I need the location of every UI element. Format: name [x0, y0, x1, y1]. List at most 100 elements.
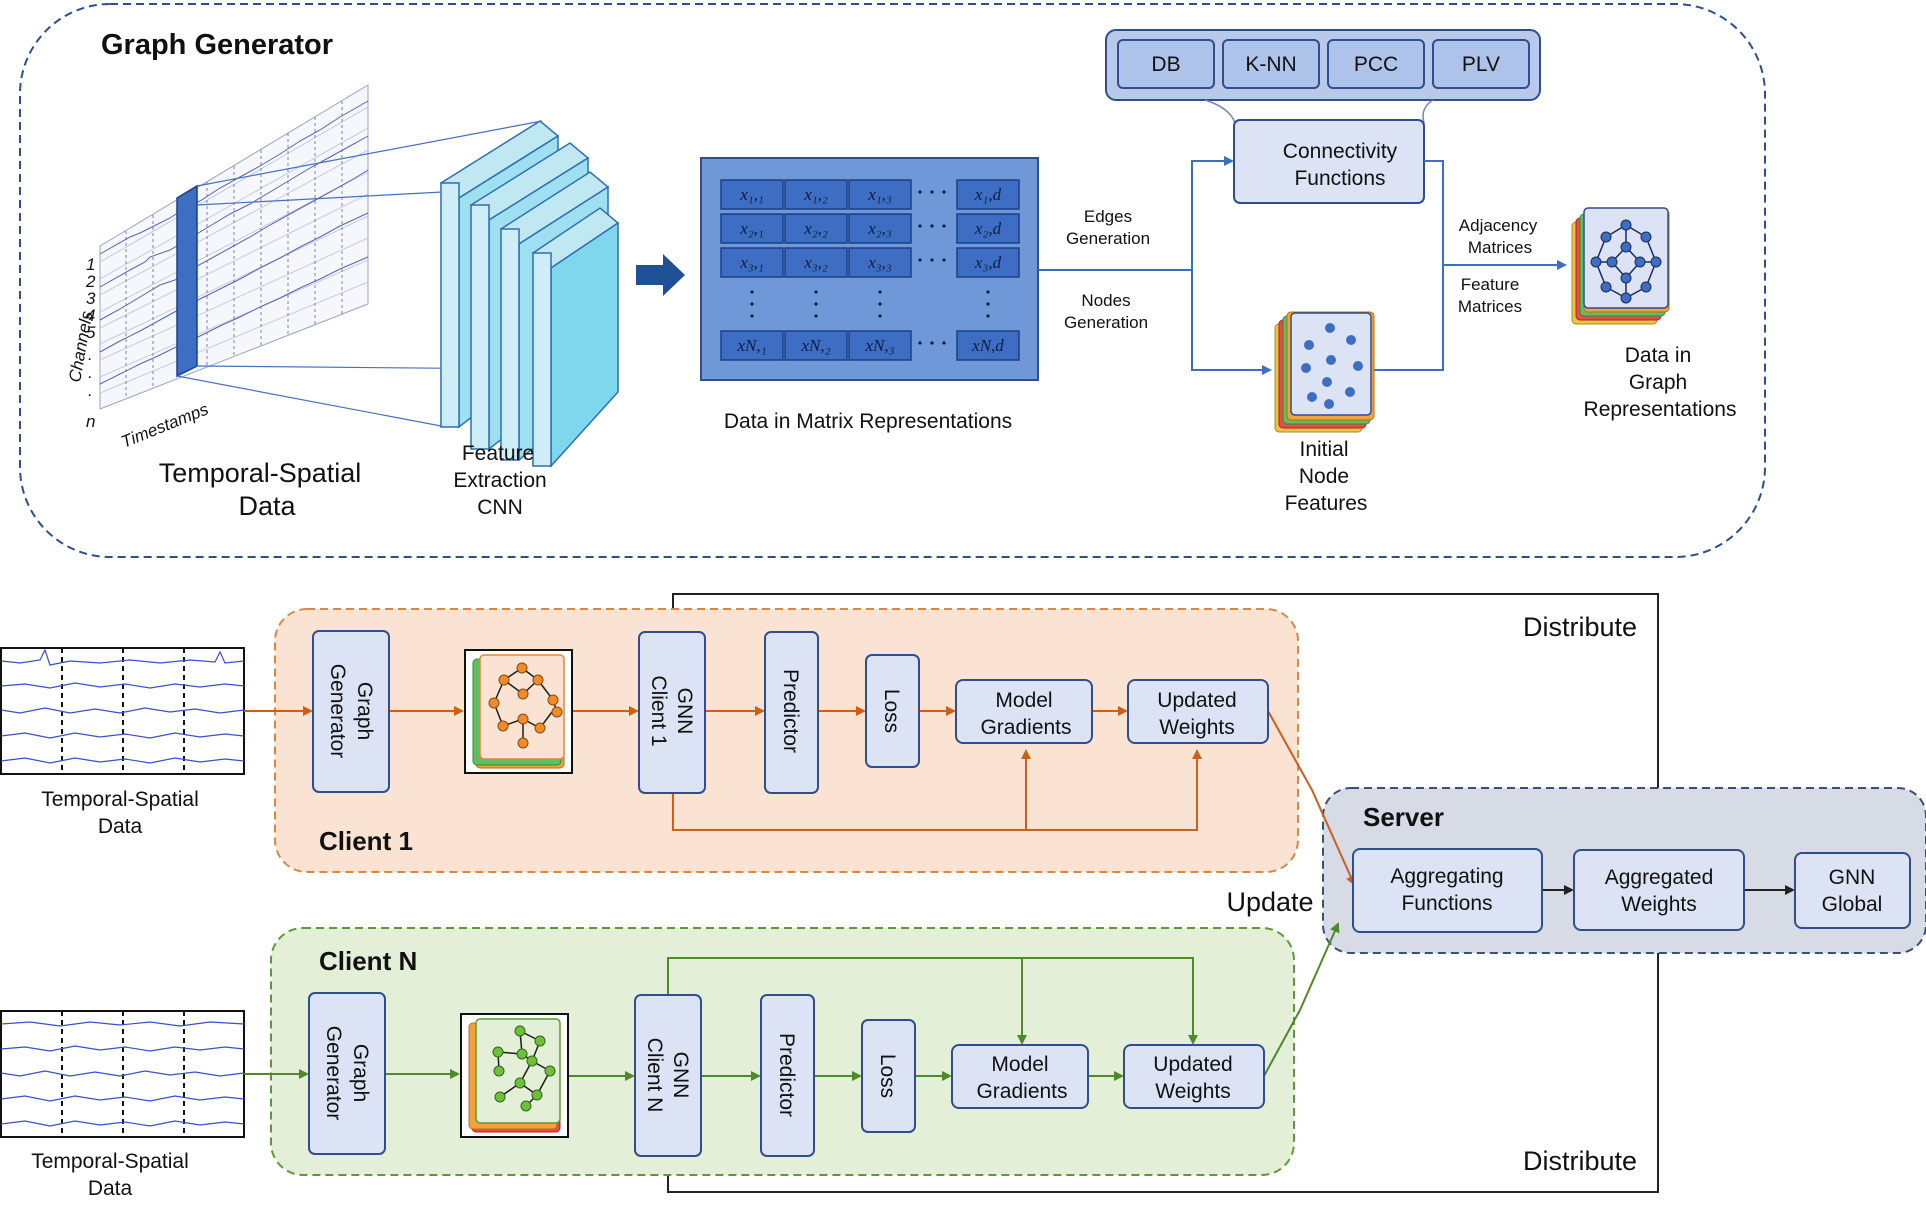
client1-gnn-line1: GNN [673, 688, 696, 735]
clientN-predictor-box [760, 994, 815, 1157]
client1-arrows [244, 706, 1356, 886]
client1-eeg-icon [0, 647, 245, 775]
clientN-gnn-box [634, 994, 702, 1157]
graph-repr-line2: Graph [1629, 371, 1687, 394]
client1-input-line1: Temporal-Spatial [41, 788, 199, 811]
matrix-cell: x₁,d [974, 185, 1002, 204]
client1-model-gradients-box [955, 679, 1093, 744]
temporal-spatial-label-line1: Temporal-Spatial [159, 458, 362, 488]
clientN-model-gradients-box [951, 1044, 1089, 1109]
matrix-cell: x₁,₁ [739, 185, 764, 204]
clientN-graph-icon [460, 1013, 569, 1138]
metric-knn [1222, 39, 1320, 89]
metric-pcc [1327, 39, 1425, 89]
feature-matrices-line2: Matrices [1458, 297, 1522, 316]
client1-predictor-label: Predictor [779, 669, 802, 753]
client1-updated-weights-line2: Weights [1159, 716, 1234, 739]
cnn-label-line3: CNN [477, 496, 523, 519]
client1-gnn-box [638, 631, 706, 794]
graph-repr-line1: Data in [1625, 344, 1692, 367]
matrix-cell: x₂,₂ [803, 219, 828, 238]
aggregating-line1: Aggregating [1390, 865, 1503, 888]
edges-generation-line2: Generation [1066, 229, 1150, 248]
update-label: Update [1226, 887, 1313, 917]
metric-plv-label: PLV [1462, 53, 1500, 76]
gnn-global-line2: Global [1822, 893, 1883, 916]
graph-generator-title: Graph Generator [101, 29, 333, 61]
clientN-updated-weights-line2: Weights [1155, 1080, 1230, 1103]
initial-node-features-icon [1274, 311, 1375, 433]
matrix-cells: x₁,₁ x₁,₂ x₁,₃ x₁,d x₂,₁ x₂,₂ x₂,₃ x₂,d … [720, 179, 1020, 361]
metric-pcc-label: PCC [1354, 53, 1398, 76]
graph-repr-line3: Representations [1584, 398, 1737, 421]
nodes-generation-line2: Generation [1064, 313, 1148, 332]
clientN-eeg-icon [0, 1010, 245, 1138]
cnn-label-line1: Feature [462, 442, 534, 465]
graph-representation-icon [1571, 207, 1670, 325]
gnn-global-box [1794, 852, 1911, 929]
channel-number: . [88, 345, 93, 364]
matrix-label: Data in Matrix Representations [724, 410, 1012, 433]
client1-graph-icon [464, 649, 573, 774]
clientN-graph-generator-box [308, 992, 386, 1155]
matrix-cell: xN,₂ [800, 336, 830, 355]
adjacency-label-line1: Adjacency [1459, 216, 1538, 235]
connectivity-label-line2: Functions [1294, 167, 1385, 190]
matrix-cell: xN,₁ [736, 336, 766, 355]
matrix-cell: x₂,d [974, 219, 1002, 238]
edges-generation-line1: Edges [1084, 207, 1132, 226]
client1-graph-generator-line2: Generator [326, 664, 349, 759]
clientN-loss-label: Loss [876, 1054, 899, 1098]
timestamps-axis-label: Timestamps [118, 399, 211, 451]
matrix-cell: x₃,d [974, 253, 1002, 272]
adjacency-label-line2: Matrices [1468, 238, 1532, 257]
clientN-input-line1: Temporal-Spatial [31, 1150, 189, 1173]
clientN-gnn-line1: GNN [669, 1052, 692, 1099]
client1-loss-label: Loss [880, 689, 903, 733]
server-title: Server [1363, 802, 1444, 832]
matrix-cell: x₂,₁ [739, 219, 764, 238]
client1-model-gradients-line1: Model [995, 689, 1052, 712]
matrix-cell: xN,d [971, 336, 1004, 355]
cnn-label-line2: Extraction [453, 469, 546, 492]
clientN-arrows [244, 922, 1340, 1081]
client1-gnn-line2: Client 1 [647, 675, 670, 746]
clientN-updated-weights-line1: Updated [1153, 1053, 1232, 1076]
matrix-cell: x₁,₂ [803, 185, 828, 204]
client1-updated-weights-box [1127, 679, 1269, 744]
clientN-title: Client N [319, 946, 417, 976]
client1-graph-generator-box [312, 630, 390, 793]
matrix-cell: x₃,₁ [739, 253, 764, 272]
channel-number: 2 [85, 272, 96, 291]
aggregated-line2: Weights [1621, 893, 1696, 916]
clientN-loss-box [861, 1019, 916, 1133]
clientN-updated-weights-box [1123, 1044, 1265, 1109]
channel-numbers: 1 2 3 4 5 . . . n [85, 255, 96, 431]
metric-knn-label: K-NN [1245, 53, 1296, 76]
clientN-model-gradients-line2: Gradients [976, 1080, 1067, 1103]
matrix-cell: x₁,₃ [867, 185, 892, 204]
matrices-arrows [1372, 160, 1567, 371]
initial-node-line3: Features [1285, 492, 1368, 515]
aggregated-weights-box [1573, 849, 1745, 931]
client1-title: Client 1 [319, 826, 413, 856]
metrics-connector [1422, 99, 1434, 124]
generation-arrows [1038, 156, 1272, 375]
metric-db [1117, 39, 1215, 89]
channel-number: . [88, 381, 93, 400]
channel-number: 1 [86, 255, 95, 274]
channel-number: . [88, 363, 93, 382]
clientN-gnn-line2: Client N [643, 1038, 666, 1113]
client1-updated-weights-line1: Updated [1157, 689, 1236, 712]
graph-generator-frame [19, 3, 1766, 558]
gnn-global-line1: GNN [1829, 866, 1876, 889]
aggregating-line2: Functions [1401, 892, 1492, 915]
channel-number: 5 [86, 323, 96, 342]
channel-number: 3 [86, 289, 96, 308]
cnn-stack-icon [439, 120, 620, 468]
matrix-cell: x₃,₃ [867, 253, 892, 272]
big-right-arrow-icon [636, 254, 685, 296]
initial-node-line2: Node [1299, 465, 1349, 488]
channel-number: 4 [86, 306, 95, 325]
